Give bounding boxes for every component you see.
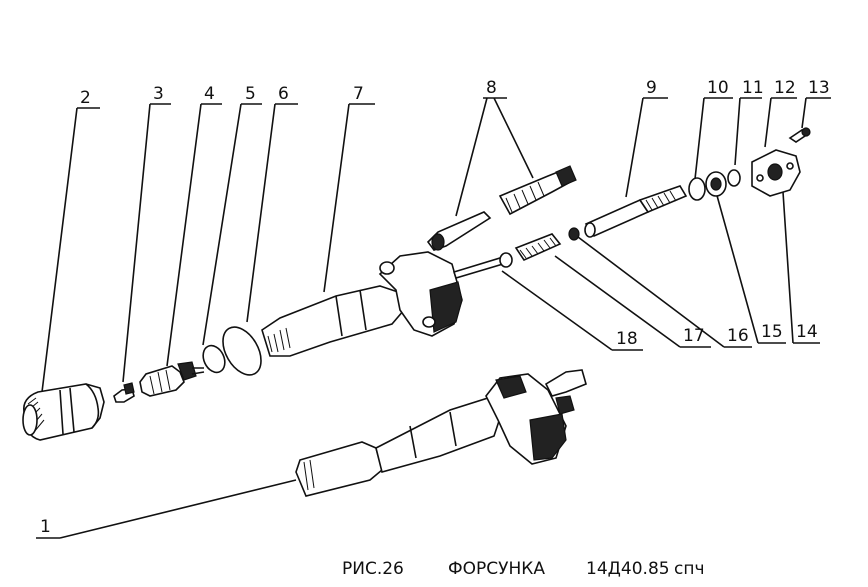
part-12-14-cover <box>751 149 801 197</box>
callout-16: 16 <box>727 326 749 346</box>
part-11-washer <box>727 169 741 187</box>
model-number: 14Д40.85 <box>586 559 670 579</box>
leader-lines <box>36 97 831 539</box>
callout-3: 3 <box>153 84 164 104</box>
figure-caption: РИС.26 ФОРСУНКА 14Д40.85 спч <box>342 559 705 579</box>
callout-14: 14 <box>796 322 818 342</box>
leader-9 <box>625 97 668 198</box>
leader-7 <box>323 103 375 293</box>
callout-11: 11 <box>742 78 764 98</box>
part-2-nozzle-nut <box>22 383 105 441</box>
part-17-spring <box>514 233 562 262</box>
leader-4 <box>166 103 222 367</box>
callout-12: 12 <box>774 78 796 98</box>
callout-13: 13 <box>808 78 830 98</box>
leader-10 <box>694 97 733 180</box>
callout-7: 7 <box>353 84 364 104</box>
callout-18: 18 <box>616 329 638 349</box>
leader-12 <box>764 97 797 148</box>
leader-1 <box>36 479 297 539</box>
leader-16 <box>577 236 752 348</box>
leader-17 <box>554 255 711 348</box>
leader-2 <box>41 107 100 393</box>
callout-5: 5 <box>245 84 256 104</box>
callout-6: 6 <box>278 84 289 104</box>
part-18-rod <box>452 252 513 279</box>
model-suffix: спч <box>674 559 705 579</box>
callout-2: 2 <box>80 88 91 108</box>
part-8-fittings <box>426 165 577 251</box>
part-15-nut <box>705 171 727 197</box>
callout-17: 17 <box>683 326 705 346</box>
leader-11 <box>734 97 762 166</box>
callout-1: 1 <box>40 517 51 537</box>
callout-10: 10 <box>707 78 729 98</box>
callout-9: 9 <box>646 78 657 98</box>
callout-8: 8 <box>486 78 497 98</box>
part-13-screw <box>788 127 811 143</box>
leader-3 <box>122 103 171 383</box>
part-16-washer <box>568 227 580 241</box>
part-10-ring <box>688 177 706 201</box>
part-1-assembled-injector <box>295 369 587 497</box>
part-4-atomizer <box>139 361 205 397</box>
leader-14 <box>782 191 820 344</box>
callout-15: 15 <box>761 322 783 342</box>
leader-5 <box>202 103 262 346</box>
figure-number: РИС.26 <box>342 559 404 579</box>
leader-13 <box>801 97 831 129</box>
callout-4: 4 <box>204 84 215 104</box>
part-3-needle <box>113 382 135 403</box>
leader-6 <box>246 103 298 323</box>
figure-title: ФОРСУНКА <box>448 559 545 579</box>
part-7-injector-body <box>261 251 463 357</box>
leader-18 <box>501 270 643 351</box>
part-6-o-ring <box>222 326 262 376</box>
leader-15 <box>715 191 786 344</box>
part-5-o-ring <box>202 344 226 374</box>
callout-labels: 2 3 4 5 6 7 8 9 10 11 12 13 14 15 16 17 … <box>40 78 830 537</box>
leader-8 <box>455 97 534 217</box>
part-9-adjusting-screw <box>584 185 688 238</box>
